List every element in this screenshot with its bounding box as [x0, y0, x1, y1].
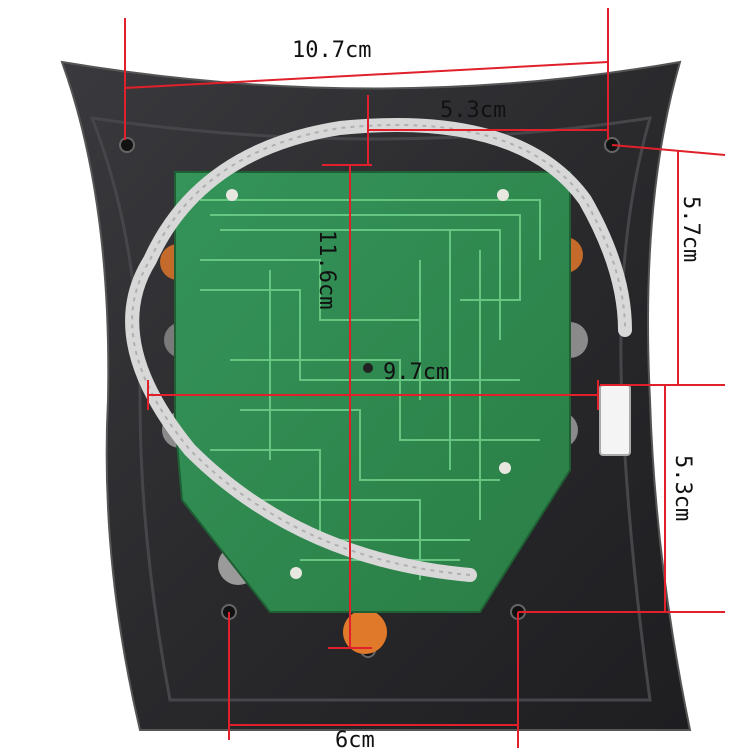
dimension-bottom-width-label: 6cm [335, 728, 375, 753]
pcb-solder-pads [226, 189, 511, 579]
dimension-center-width-label: 9.7cm [383, 360, 450, 385]
dimension-center-height-label: 11.6cm [314, 230, 339, 310]
dimension-right-upper-label: 5.7cm [678, 196, 703, 263]
pcb-board [174, 171, 571, 613]
dimension-top-width-label: 10.7cm [292, 38, 372, 63]
dimension-right-lower-label: 5.3cm [670, 455, 695, 522]
dimension-inner-top-label: 5.3cm [440, 98, 507, 123]
wire-connector [599, 384, 631, 456]
braided-cable [125, 118, 632, 582]
dimension-lines [124, 8, 726, 748]
pcb-traces [200, 199, 541, 580]
